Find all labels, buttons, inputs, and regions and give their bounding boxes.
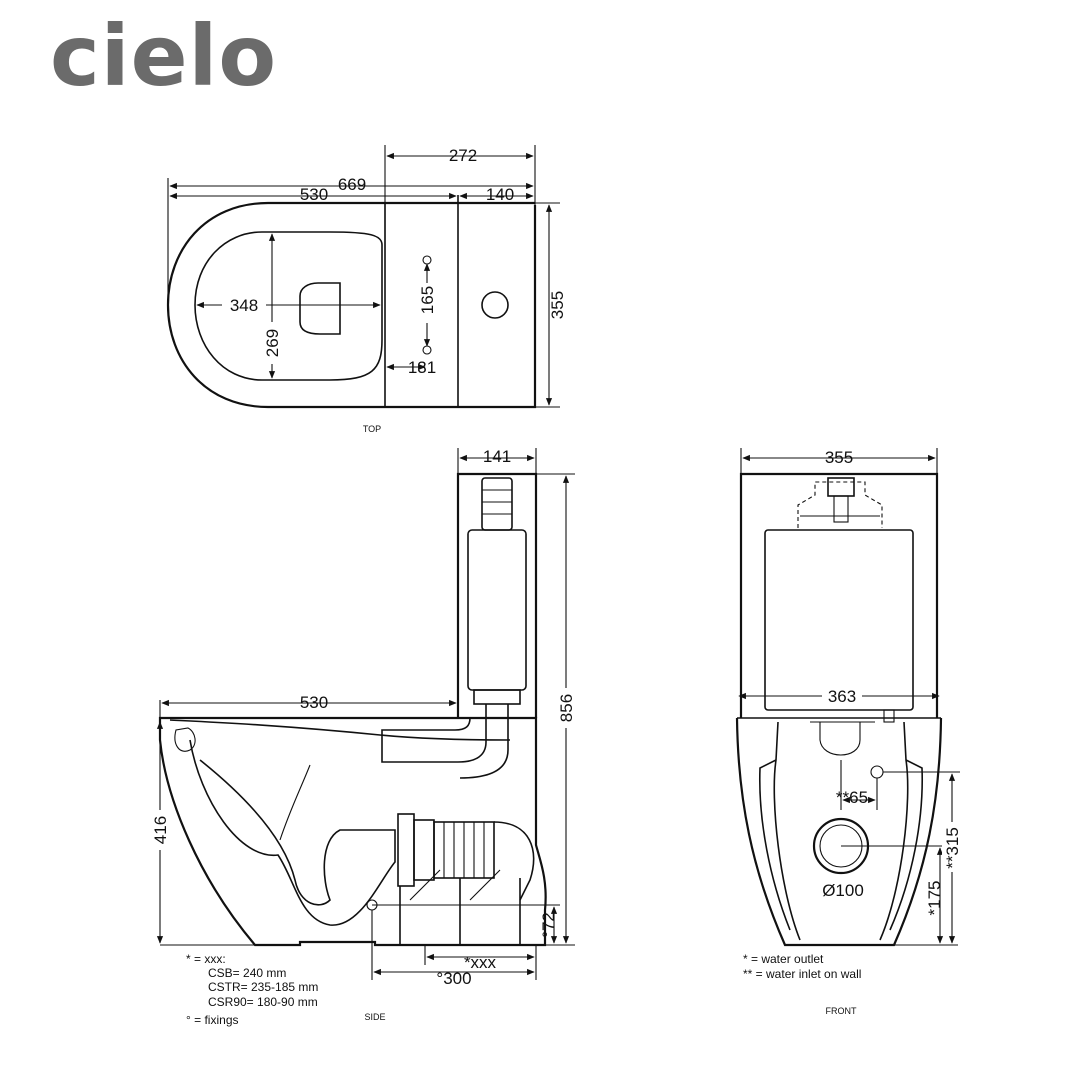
dim-top-272: 272	[449, 146, 477, 165]
dim-front-363: 363	[828, 687, 856, 706]
top-view-bowl	[194, 231, 383, 381]
top-view-drain	[299, 282, 341, 335]
dim-side-416: 416	[151, 816, 170, 844]
dim-top-269: 269	[263, 329, 282, 357]
front-note-line: ** = water inlet on wall	[743, 967, 861, 981]
dim-top-131: 131	[408, 358, 436, 377]
side-view-bowl	[158, 716, 547, 947]
front-view: 355 363 **65 Ø100 *175 **315 * = water o…	[735, 448, 962, 1016]
dim-top-669: 669	[338, 175, 366, 194]
side-view-outlet-connector	[397, 813, 415, 887]
side-view: 141 856 530 416 °72 *xxx °300 * = xxx: C…	[150, 447, 576, 1027]
side-note-line: CSB= 240 mm	[208, 966, 286, 980]
side-view-caption: SIDE	[364, 1012, 385, 1022]
dim-side-856: 856	[557, 694, 576, 722]
dim-front-315: **315	[943, 827, 962, 869]
front-note-line: * = water outlet	[743, 952, 824, 966]
front-view-bowl	[735, 717, 943, 947]
dim-side-300: °300	[436, 969, 471, 988]
side-view-tank	[456, 472, 538, 718]
side-note-line: * = xxx:	[186, 952, 226, 966]
dim-side-72: °72	[539, 912, 558, 938]
top-view-outline	[166, 201, 537, 409]
dim-side-530: 530	[300, 693, 328, 712]
side-note-line: CSTR= 235-185 mm	[208, 980, 318, 994]
brand-logo: cielo	[50, 7, 278, 105]
top-view: 272 669 530 140 355 348 269 165 131 TOP	[166, 145, 567, 434]
side-note-line: ° = fixings	[186, 1013, 239, 1027]
dim-top-530: 530	[300, 185, 328, 204]
dim-side-141: 141	[483, 447, 511, 466]
dim-top-140: 140	[486, 185, 514, 204]
dim-front-175: *175	[925, 881, 944, 916]
side-note-line: CSR90= 180-90 mm	[208, 995, 318, 1009]
dim-top-355: 355	[548, 291, 567, 319]
front-view-tank	[739, 472, 939, 718]
front-view-caption: FRONT	[826, 1006, 857, 1016]
front-view-flush-valve	[764, 529, 914, 711]
front-view-inlet	[870, 765, 884, 779]
dim-top-165: 165	[418, 286, 437, 314]
dim-side-xxx: *xxx	[464, 953, 497, 972]
top-view-fixing	[422, 345, 432, 355]
dim-front-65: **65	[836, 788, 868, 807]
top-view-caption: TOP	[363, 424, 381, 434]
dim-top-348: 348	[230, 296, 258, 315]
side-view-flush-valve	[467, 529, 527, 691]
dim-front-100: Ø100	[822, 881, 864, 900]
top-view-inlet-hole	[481, 291, 509, 319]
dim-front-355: 355	[825, 448, 853, 467]
top-view-fixing	[422, 255, 432, 265]
